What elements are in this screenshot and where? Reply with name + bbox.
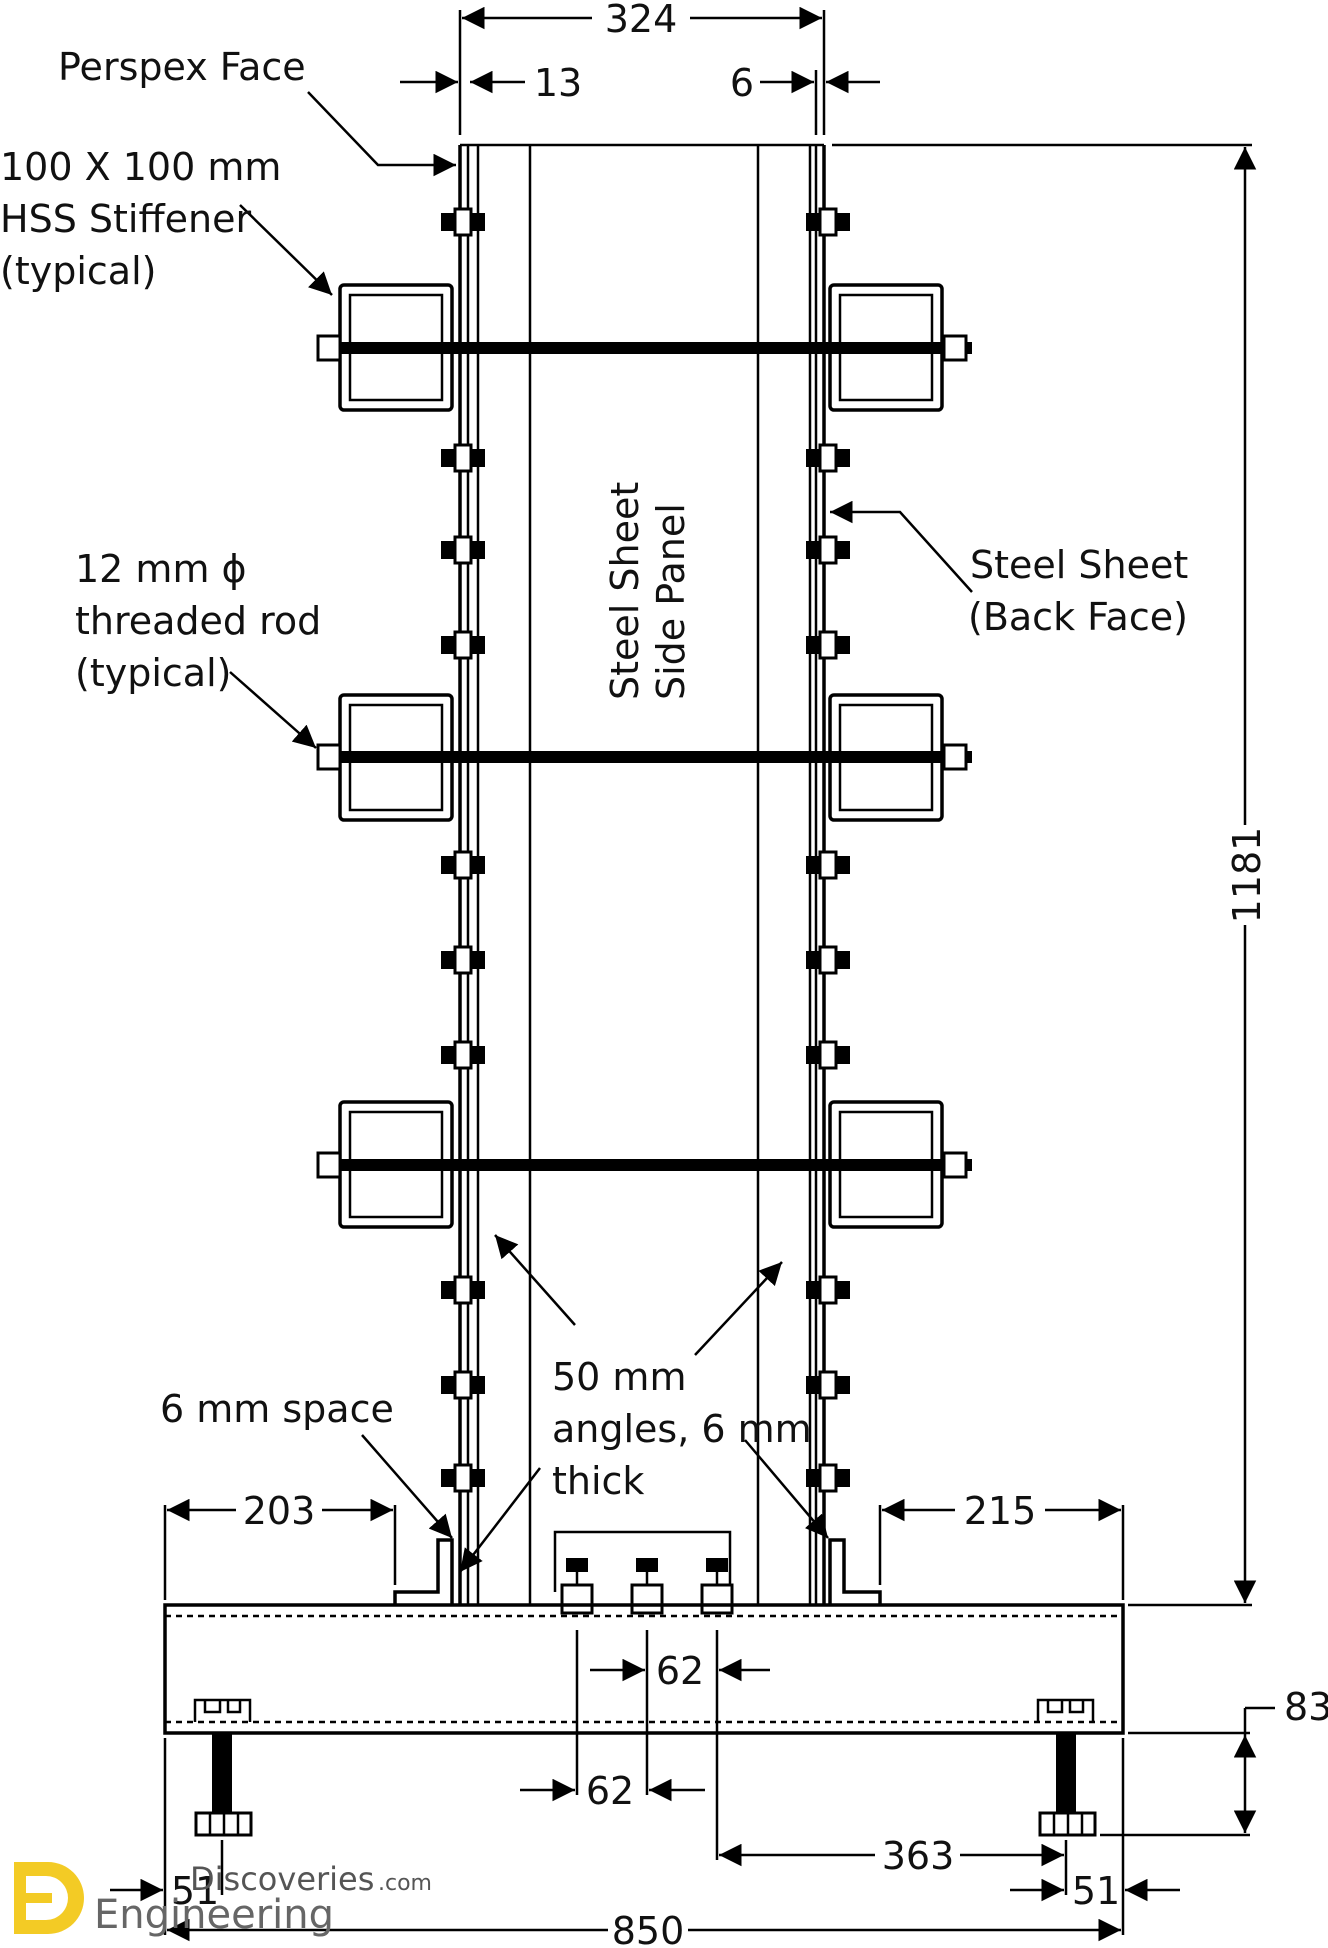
dim-offset: 363 bbox=[882, 1834, 955, 1878]
dim-spacing-upper: 62 bbox=[656, 1649, 704, 1693]
threaded-rod-label-line3: (typical) bbox=[75, 651, 231, 695]
watermark-logo bbox=[14, 1862, 84, 1934]
threaded-rod-label-line2: threaded rod bbox=[75, 599, 321, 643]
side-panel-label-line2: Side Panel bbox=[649, 503, 693, 700]
dim-left-gap: 13 bbox=[534, 61, 582, 105]
stiffener-row-1 bbox=[316, 283, 972, 412]
base-beam bbox=[163, 1603, 1125, 1837]
dim-base-height: 83 bbox=[1284, 1685, 1328, 1729]
watermark-domain: .com bbox=[378, 1871, 432, 1896]
back-face-label-line2: (Back Face) bbox=[968, 595, 1188, 639]
bottom-angles bbox=[393, 1530, 882, 1615]
watermark-tag: Discoveries bbox=[190, 1860, 374, 1898]
column-assembly bbox=[458, 143, 826, 1605]
dim-total-width: 850 bbox=[612, 1909, 685, 1948]
dim-spacing-lower: 62 bbox=[586, 1769, 634, 1813]
angles-label-line2: angles, 6 mm bbox=[552, 1407, 812, 1451]
angles-label-line1: 50 mm bbox=[552, 1355, 686, 1399]
space-label: 6 mm space bbox=[160, 1387, 394, 1431]
stiffener-row-2 bbox=[316, 693, 972, 822]
watermark-main: Engineering bbox=[94, 1892, 334, 1938]
hss-stiffener-label-line2: HSS Stiffener bbox=[0, 197, 251, 241]
back-face-label-line1: Steel Sheet bbox=[970, 543, 1188, 587]
leader-arrows bbox=[229, 91, 973, 1573]
angles-label-line3: thick bbox=[552, 1459, 644, 1503]
dimension-lines bbox=[110, 6, 1275, 1942]
dim-top-width: 324 bbox=[605, 0, 678, 41]
hss-stiffener-label-line1: 100 X 100 mm bbox=[0, 145, 281, 189]
dim-right-gap: 6 bbox=[730, 61, 754, 105]
perspex-face-label: Perspex Face bbox=[58, 45, 306, 89]
dim-right-base: 215 bbox=[964, 1489, 1037, 1533]
side-panel-label-line1: Steel Sheet bbox=[603, 482, 647, 700]
right-bolts bbox=[804, 207, 852, 1493]
threaded-rod-label-line1: 12 mm ϕ bbox=[75, 547, 247, 591]
stiffener-row-3 bbox=[316, 1100, 972, 1229]
dim-height: 1181 bbox=[1225, 827, 1269, 924]
dim-left-foot: 51 bbox=[171, 1869, 219, 1913]
hss-stiffener-label-line3: (typical) bbox=[0, 249, 156, 293]
dim-right-foot: 51 bbox=[1072, 1869, 1120, 1913]
dim-left-base: 203 bbox=[243, 1489, 316, 1533]
